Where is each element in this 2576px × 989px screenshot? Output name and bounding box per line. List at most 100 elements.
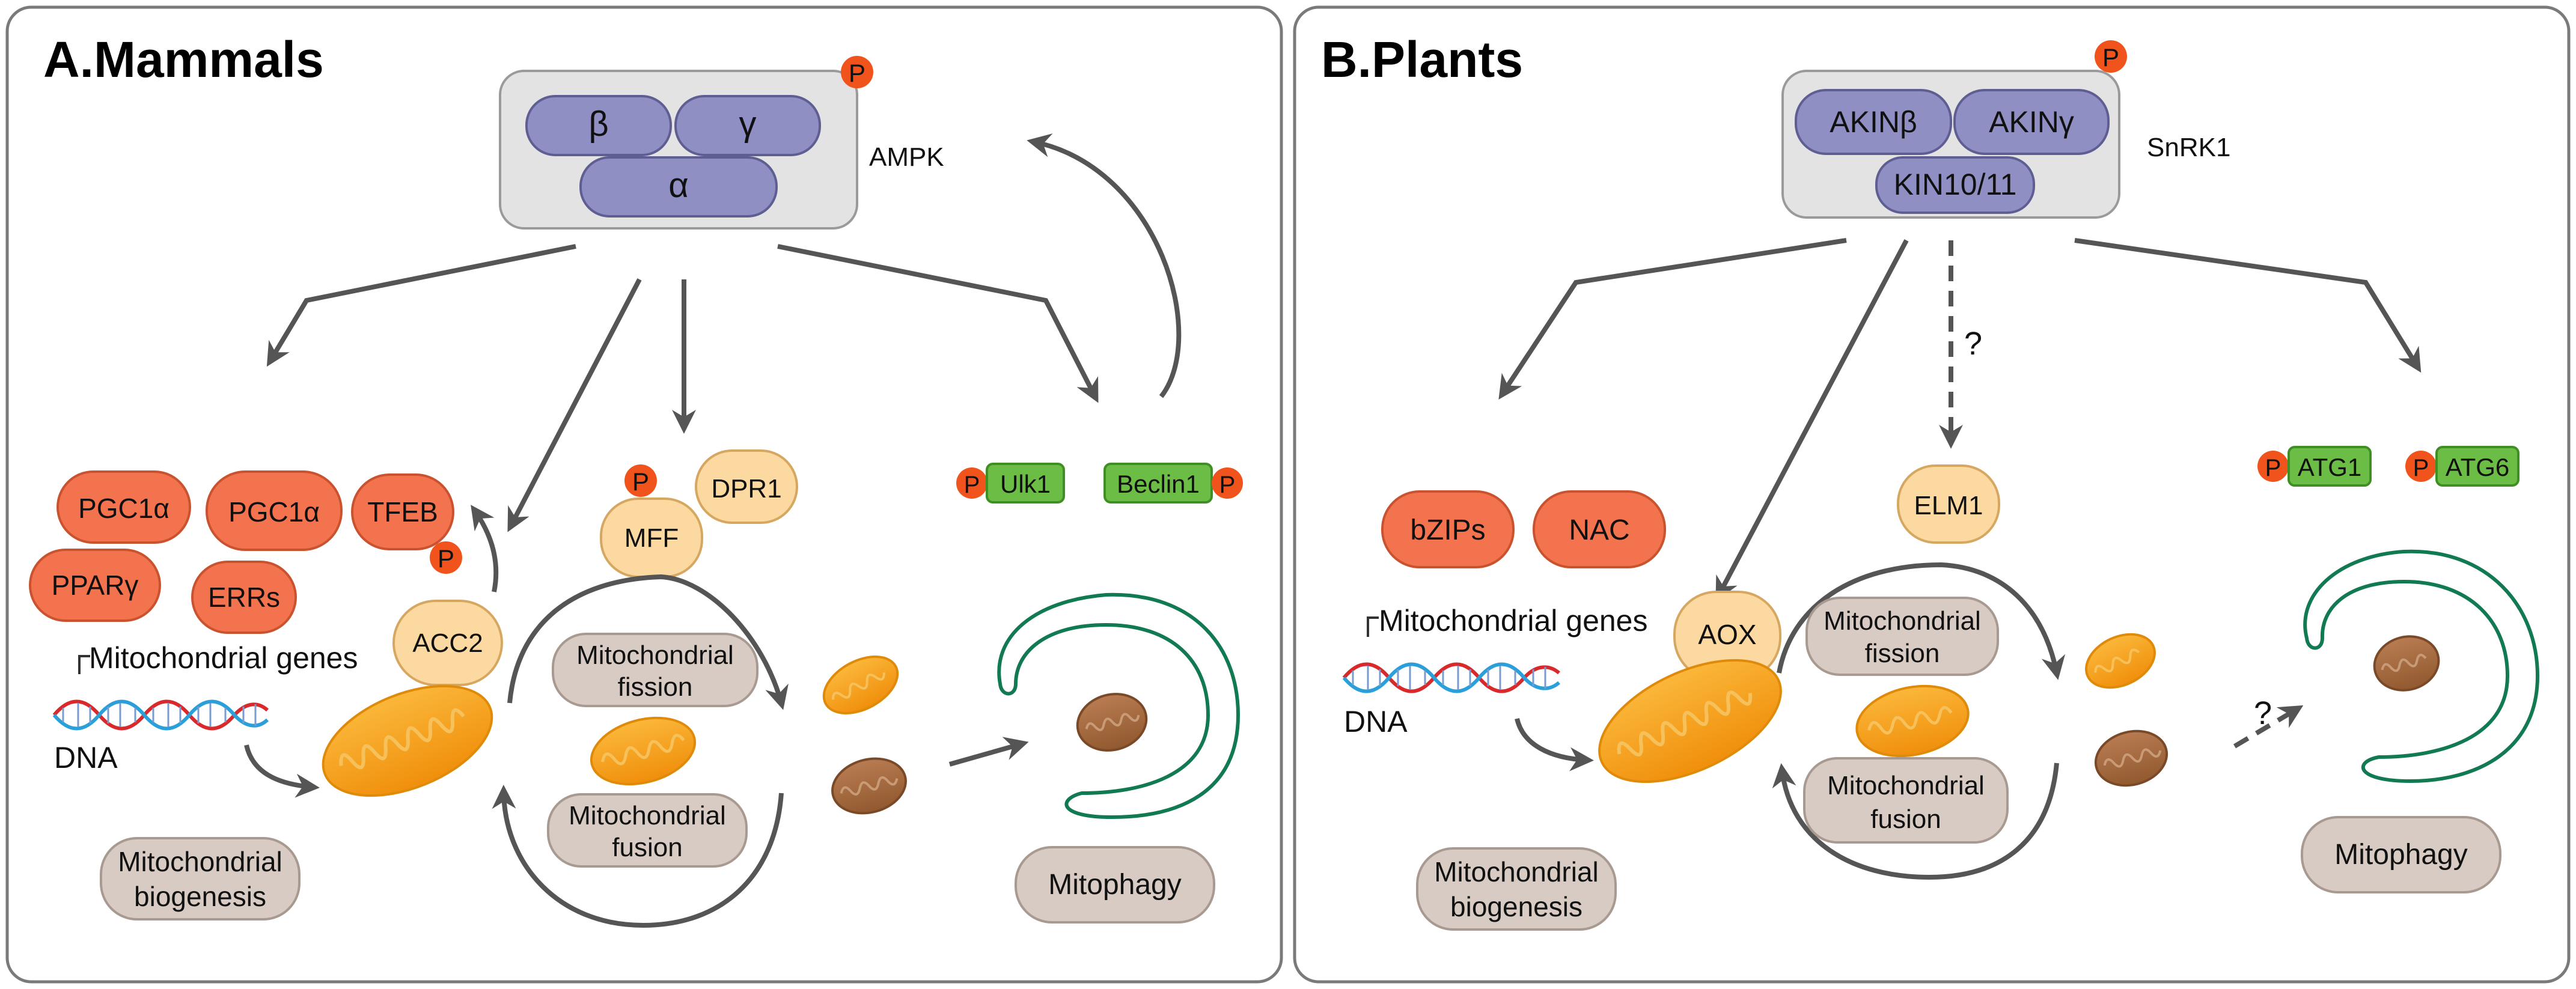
fission-box-mammals [552,633,758,707]
fusion-line2-mammals: fusion [612,833,682,862]
nac-label: NAC [1569,514,1629,546]
engulfed-mitochondrion-icon-mammals [1076,693,1148,752]
pgc1a-node-2 [206,470,343,551]
arrow-dna-to-mito [244,744,320,798]
mitophagy-box-mammals [1015,846,1215,924]
elm1-label: ELM1 [1914,491,1983,520]
ulk1-label: Ulk1 [1000,470,1051,498]
dpr1-node [695,449,798,524]
ampk-gamma-subunit [674,95,821,156]
atg6-phospho-icon [2405,451,2437,482]
snrk1-phospho-label: P [2102,43,2119,72]
bzips-label: bZIPs [1410,514,1485,546]
ppar-gamma-label: PPARγ [52,570,139,601]
snrk1-phospho-icon [2095,40,2127,73]
biogenesis-box-plants [1416,847,1617,931]
ampk-alpha-label: α [668,166,689,205]
ppar-gamma-node [29,549,161,622]
mitochondrion-icon-small-plants [2085,633,2156,689]
promoter-arrow-icon [78,655,90,674]
panel-plants: B.Plants AKINβ AKINγ KIN10/11 P SnRK1 ? … [1293,5,2571,984]
mitophagy-label-mammals: Mitophagy [1048,869,1181,901]
phagophore-icon-mammals [997,592,1241,820]
ampk-gamma-label: γ [739,105,757,144]
tfeb-label: TFEB [367,496,438,528]
fusion-box-plants [1803,757,2009,844]
akin-beta-label: AKINβ [1830,105,1917,139]
mitochondrion-icon-large [322,684,493,797]
ampk-label: AMPK [869,142,944,172]
fission-line2-plants: fission [1865,639,1940,668]
mitophagy-box-plants [2301,816,2501,893]
ampk-alpha-subunit [579,156,778,218]
arrow-to-transcription-factors [266,244,576,367]
biogenesis-box-mammals [100,837,301,921]
ulk1-phospho-icon [956,467,987,499]
akin-gamma-subunit [1953,89,2110,155]
mitochondrion-icon-large-plants [1598,659,1782,784]
ampk-phospho-label: P [849,59,865,87]
beclin1-phospho-icon [1212,467,1243,499]
panel-mammals: A.Mammals β γ α P AMPK PGC1α [5,5,1283,984]
dna-helix-icon-plants [1342,662,1560,693]
elm1-node [1897,464,2000,544]
atg1-phospho-icon [2257,451,2289,482]
dna-helix-icon [52,699,269,731]
mammal-transcription-factors: PGC1α PGC1α TFEB PPARγ ERRs [29,470,454,634]
question-mark-mitophagy: ? [2254,695,2272,731]
phagophore-icon-plants [2303,549,2540,784]
ulk1-phospho-label: P [964,472,980,498]
ampk-complex: β γ α P AMPK [499,56,944,230]
snrk1-label: SnRK1 [2147,133,2230,162]
biogenesis-line2-mammals: biogenesis [134,881,266,912]
ampk-phospho-icon [841,56,873,88]
atg6-label: ATG6 [2446,453,2510,481]
errs-node [191,561,297,634]
arrow-to-mitophagy-plants-dashed [2233,705,2304,749]
engulfed-mitochondrion-icon-plants [2373,635,2440,692]
arrow-to-aox [1715,239,1909,601]
biogenesis-line2-plants: biogenesis [1450,891,1583,922]
nac-node [1533,490,1666,568]
fission-line1-plants: Mitochondrial [1824,606,1981,636]
kin10-11-subunit [1875,156,2035,214]
arrow-to-ulk1-beclin1 [777,244,1099,403]
fission-line2-mammals: fission [618,672,693,702]
mito-genes-label-plants: Mitochondrial genes [1379,604,1648,638]
arrow-beclin1-feedback [1027,133,1182,398]
damaged-mitochondrion-icon-plants [2094,729,2169,787]
fission-line1-mammals: Mitochondrial [576,641,734,670]
panel-title-mammals: A.Mammals [43,31,324,88]
aox-label: AOX [1698,619,1756,650]
dna-label-mammals: DNA [54,741,118,774]
dpr1-label: DPR1 [711,474,781,504]
errs-label: ERRs [208,582,280,613]
mff-phospho-icon [624,464,657,497]
acc2-label: ACC2 [412,628,483,658]
beclin1-label: Beclin1 [1117,470,1200,498]
acc2-phospho-icon [430,541,462,574]
promoter-arrow-icon-plants [1367,616,1379,637]
arrow-acc2-to-tfeb [471,505,499,592]
mff-phospho-label: P [632,467,649,496]
fusion-line2-plants: fusion [1870,805,1941,834]
ampk-beta-label: β [588,105,608,144]
atg1-label: ATG1 [2298,453,2362,481]
acc2-phospho-label: P [438,544,454,573]
bzips-node [1381,490,1515,568]
arrow-to-mitophagy-mammals [948,737,1029,767]
tfeb-node [351,473,454,550]
snrk1-complex: AKINβ AKINγ KIN10/11 P SnRK1 [1781,40,2230,219]
atg1-node [2288,446,2372,487]
ampk-arrows [266,133,1182,592]
atg6-phospho-label: P [2413,455,2429,481]
fusion-line1-mammals: Mitochondrial [569,801,726,830]
akin-beta-subunit [1795,89,1952,155]
pgc1a-label-2: PGC1α [228,496,320,528]
atg6-node [2435,446,2520,487]
biogenesis-line1-mammals: Mitochondrial [118,846,282,877]
arrow-to-bzips-nac [1498,238,1847,400]
question-mark-elm1: ? [1964,326,1982,362]
mitochondrion-icon-middle-mammals [590,716,697,786]
